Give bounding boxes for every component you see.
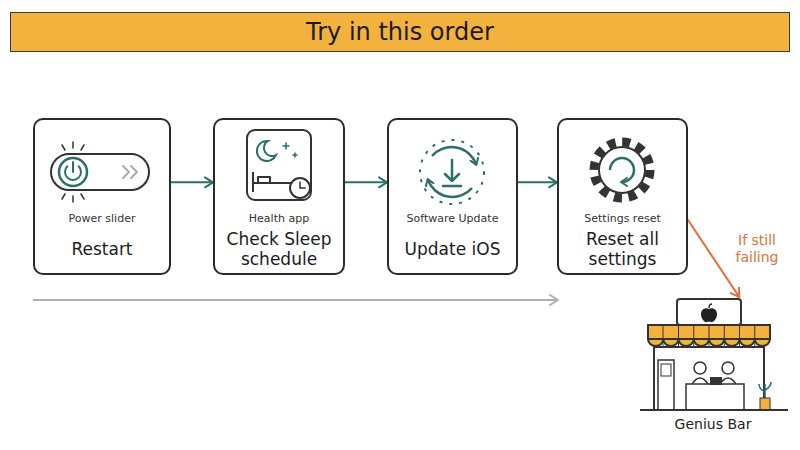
flow-arrow — [688, 220, 739, 297]
reset-arrow — [610, 158, 634, 182]
step-box: Software UpdateUpdate iOS — [387, 118, 518, 275]
stars — [283, 143, 297, 157]
staff-head — [694, 362, 706, 374]
customer-body — [720, 378, 736, 384]
clock-face — [290, 178, 310, 198]
title-banner: Try in this order — [10, 12, 790, 52]
step-title: Check Sleep schedule — [215, 226, 343, 274]
slider-knob — [59, 158, 87, 186]
store-wall — [654, 347, 764, 410]
moon — [257, 141, 276, 161]
power-slider-icon — [51, 142, 149, 202]
laptop — [710, 377, 722, 385]
awning-stripes — [663, 325, 755, 346]
progress-arrow — [33, 299, 558, 301]
gear-body — [599, 147, 645, 193]
cycle-arrow — [428, 180, 472, 197]
destination-label: Genius Bar — [640, 413, 786, 435]
ground-line — [640, 409, 788, 411]
service-counter — [686, 384, 744, 410]
step-title: Update iOS — [389, 226, 516, 274]
door-window — [661, 364, 671, 376]
slide-chevrons — [123, 166, 137, 178]
bed — [253, 172, 292, 192]
step-box: Settings resetReset all settings — [557, 118, 688, 275]
slider-track — [51, 154, 149, 190]
download-arrow — [443, 160, 461, 186]
update-ring — [420, 140, 484, 204]
power-symbol — [65, 162, 81, 180]
gear-icon — [594, 142, 650, 198]
icon-caption: Health app — [215, 211, 343, 227]
gear-teeth — [594, 142, 650, 198]
apple-logo — [701, 308, 717, 322]
step-box: Power sliderRestart — [33, 118, 171, 275]
flow-arrow — [171, 181, 213, 183]
staff-body — [692, 378, 708, 384]
icon-caption: Software Update — [389, 211, 516, 227]
icon-caption: Settings reset — [559, 211, 686, 227]
customer-head — [722, 362, 734, 374]
store-door — [658, 360, 674, 410]
clock-hands — [300, 182, 305, 188]
flow-arrow — [345, 181, 387, 183]
sleep-icon — [247, 130, 311, 200]
plant-pot — [760, 398, 770, 410]
step-title: Restart — [35, 226, 169, 274]
flow-arrow — [518, 181, 557, 183]
genius-bar-store: Genius Bar — [640, 297, 786, 435]
cycle-arrow — [432, 147, 476, 164]
plant-leaves — [759, 382, 771, 398]
step-box: Health appCheck Sleep schedule — [213, 118, 345, 275]
icon-caption: Power slider — [35, 211, 169, 227]
store-illustration — [640, 299, 788, 410]
update-icon — [420, 140, 484, 204]
step-title: Reset all settings — [559, 226, 686, 274]
store-sign — [677, 299, 741, 325]
apple-leaf — [709, 304, 712, 308]
glow-rays — [62, 142, 84, 202]
app-tile — [247, 130, 311, 200]
edge-label: If still failing — [726, 232, 788, 266]
